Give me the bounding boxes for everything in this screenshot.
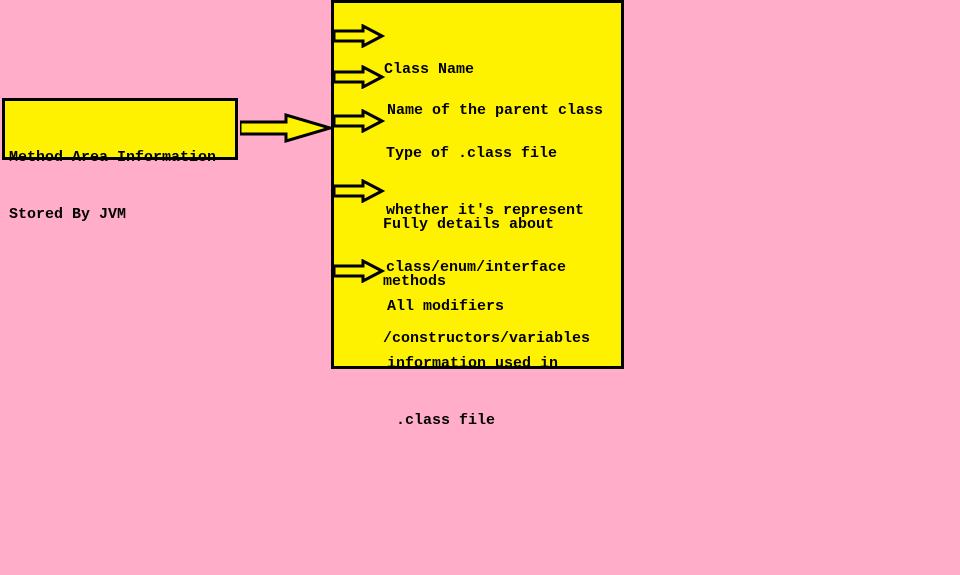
info-item-line: information used in	[387, 355, 559, 372]
source-box-line-1: Method Area Information	[9, 149, 217, 166]
info-item-line: All modifiers	[387, 298, 505, 315]
main-right-arrow-icon	[240, 113, 334, 143]
info-item-text: Class Name	[384, 22, 474, 117]
info-item-line: Fully details about	[383, 216, 555, 233]
info-item-text: Name of the parent class	[387, 63, 603, 158]
info-item-text: Type of .class file whether it's represe…	[386, 106, 584, 315]
info-item-line: Name of the parent class	[387, 102, 604, 119]
hollow-right-arrow-icon	[334, 24, 386, 48]
info-item-line: .class file	[387, 412, 496, 429]
info-item-line: Type of .class file	[386, 145, 558, 162]
method-area-info-panel: Class Name Name of the parent class Type…	[331, 0, 624, 429]
info-item-line: class/enum/interface	[386, 259, 567, 276]
source-box-line-2: Stored By JVM	[9, 206, 127, 223]
info-item-line: Class Name	[384, 61, 475, 78]
hollow-right-arrow-icon	[334, 109, 386, 133]
method-area-source-box: Method Area Information Stored By JVM	[2, 98, 238, 223]
info-item-line: whether it's represent	[386, 202, 585, 219]
info-item-line: methods	[383, 273, 447, 290]
hollow-right-arrow-icon	[334, 65, 386, 89]
info-item-line: /constructors/variables	[383, 330, 591, 347]
info-item-text: Fully details about methods /constructor…	[383, 177, 590, 386]
hollow-right-arrow-icon	[334, 179, 386, 203]
hollow-right-arrow-icon	[334, 259, 386, 283]
info-item-text: All modifiers information used in .class…	[387, 259, 558, 468]
